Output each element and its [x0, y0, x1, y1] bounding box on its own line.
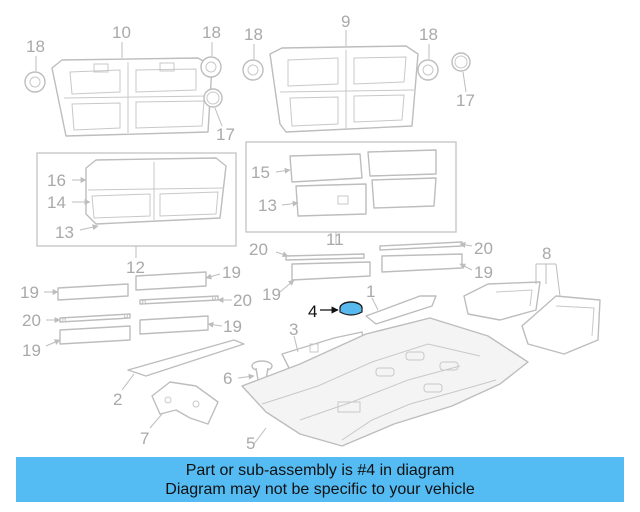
- callout-17-a: 17: [216, 125, 235, 144]
- callout-19-f: 19: [22, 341, 41, 360]
- sill-trim-19-a: [57, 283, 129, 301]
- callout-18-a: 18: [26, 37, 45, 56]
- info-banner: Part or sub-assembly is #4 in diagram Di…: [16, 457, 624, 502]
- callout-2: 2: [113, 390, 122, 409]
- callout-20-b: 20: [474, 239, 493, 258]
- plug-18-a: [24, 71, 46, 93]
- floor-mat-12: [85, 157, 227, 225]
- part-5-floor-carpet: [241, 317, 529, 447]
- sill-strip-20-d: [379, 241, 463, 251]
- part-1-tunnel-trim: [365, 295, 437, 325]
- callout-19-b: 19: [474, 263, 493, 282]
- sill-trim-19-c: [59, 325, 131, 345]
- banner-line-1: Part or sub-assembly is #4 in diagram: [185, 461, 455, 479]
- sill-strip-20-b: [139, 295, 219, 305]
- callout-19-e: 19: [223, 317, 242, 336]
- callout-17-b: 17: [456, 91, 475, 110]
- callout-7: 7: [140, 429, 149, 448]
- callout-18-d: 18: [419, 25, 438, 44]
- plug-18-b: [200, 56, 222, 78]
- assembly-box-11: [245, 141, 457, 233]
- sill-strip-20-c: [285, 253, 365, 261]
- callout-5: 5: [246, 434, 255, 453]
- grommet-17-b: [451, 52, 471, 72]
- callout-16: 16: [47, 171, 66, 190]
- callout-18-c: 18: [244, 25, 263, 44]
- sill-trim-19-e: [291, 261, 371, 281]
- banner-line-2: Diagram may not be specific to your vehi…: [165, 480, 475, 498]
- callout-labels: 10 9 18 18 18 18 17 17 16 14 13 15 13 12…: [20, 12, 551, 453]
- callout-19-c: 19: [222, 263, 241, 282]
- sill-trim-19-d: [139, 315, 209, 335]
- callout-6: 6: [223, 369, 232, 388]
- sill-strip-20-a: [59, 313, 131, 323]
- part-8-storage-bin: [463, 281, 601, 355]
- callout-18-b: 18: [202, 23, 221, 42]
- callout-13-b: 13: [258, 196, 277, 215]
- grommet-17-a: [203, 88, 223, 108]
- callout-11: 11: [326, 230, 344, 249]
- callout-20-d: 20: [22, 311, 41, 330]
- callout-12: 12: [126, 258, 145, 277]
- callout-4: 4: [308, 302, 317, 321]
- parts-diagram: 10 9 18 18 18 18 17 17 16 14 13 15 13 12…: [20, 12, 601, 453]
- part-4-highlighted: [339, 301, 363, 316]
- floor-mat-11: [289, 149, 437, 217]
- part-2-sill-plate: [127, 339, 245, 377]
- callout-20-c: 20: [233, 291, 252, 310]
- sill-trim-19-b: [135, 271, 207, 291]
- sill-trim-19-f: [381, 253, 463, 273]
- callout-10: 10: [112, 23, 131, 42]
- callout-20-a: 20: [249, 240, 268, 259]
- callout-15: 15: [251, 163, 270, 182]
- callout-3: 3: [289, 320, 298, 339]
- callout-19-d: 19: [20, 283, 39, 302]
- callout-8: 8: [542, 244, 551, 263]
- part-7-bracket: [151, 381, 219, 425]
- callout-19-a: 19: [262, 285, 281, 304]
- rear-floor-mat-right: [269, 45, 419, 133]
- plug-18-c: [242, 59, 264, 81]
- plug-18-d: [417, 59, 439, 81]
- callout-13-a: 13: [55, 223, 74, 242]
- callout-9: 9: [341, 12, 350, 31]
- rear-floor-mat-left: [51, 57, 213, 137]
- callout-1: 1: [366, 282, 375, 301]
- callout-14: 14: [47, 193, 66, 212]
